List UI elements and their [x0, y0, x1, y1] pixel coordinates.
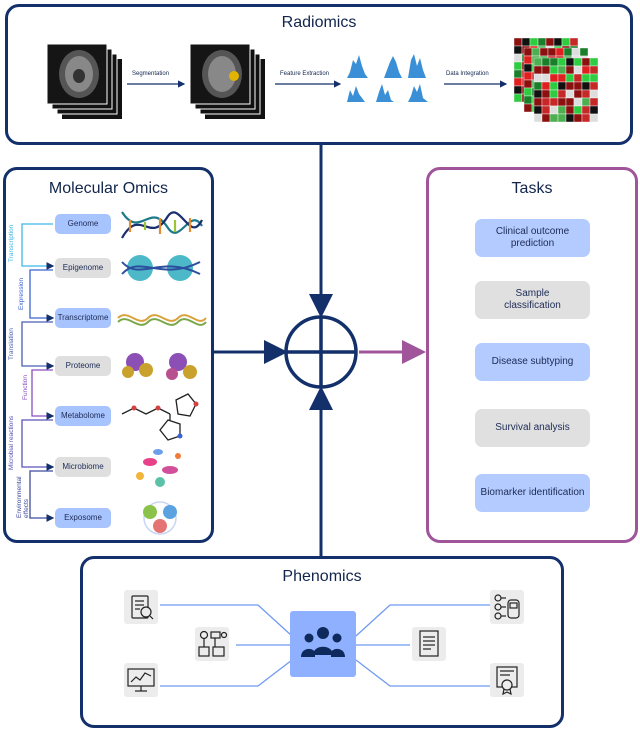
omics-exposome: Exposome: [55, 508, 111, 528]
chromatin-icon: [121, 255, 201, 281]
metabolite-molecule-icon: [121, 393, 199, 441]
molecular-omics-title: Molecular Omics: [48, 180, 169, 197]
document-list-icon: [412, 627, 446, 661]
phenomics-title: Phenomics: [282, 568, 362, 585]
omics-proteome: Proteome: [55, 356, 111, 376]
integration-plus-icon: [284, 315, 358, 389]
microbes-icon: [136, 449, 181, 487]
feature-histograms-icon: [347, 54, 428, 102]
data-integration-label: Data Integration: [446, 71, 489, 77]
people-group-icon: [290, 611, 356, 677]
task-disease-subtyping: Disease subtyping: [475, 343, 590, 381]
certificate-icon: [490, 663, 524, 697]
task-survival-analysis: Survival analysis: [475, 409, 590, 447]
dna-helix-icon: [121, 211, 203, 239]
task-line: classification: [504, 300, 561, 311]
tasks-title: Tasks: [511, 180, 553, 197]
protein-structure-icon: [122, 353, 197, 380]
clipboard-checklist-icon: [124, 590, 158, 624]
omics-transcriptome: Transcriptome: [55, 308, 111, 328]
omics-metabolome: Metabolome: [55, 406, 111, 426]
task-line: prediction: [510, 238, 555, 249]
task-line: Clinical outcome: [495, 226, 570, 237]
task-line: Disease subtyping: [491, 356, 574, 367]
task-biomarker-identification: Biomarker identification: [475, 474, 590, 512]
mri-scan-stack-icon: [46, 43, 122, 119]
flow-glucometer-icon: [490, 590, 524, 624]
feature-matrix-heatmap-icon: [513, 37, 599, 123]
rna-strand-icon: [117, 314, 207, 326]
task-line: Survival analysis: [495, 422, 570, 433]
omics-microbiome: Microbiome: [55, 457, 111, 477]
feature-extraction-label: Feature Extraction: [280, 71, 330, 77]
omics-genome: Genome: [55, 214, 111, 234]
workflow-devices-icon: [195, 627, 229, 661]
task-line: Sample: [515, 288, 550, 299]
segmented-scan-stack-icon: [189, 43, 265, 119]
task-line: Biomarker identification: [480, 487, 585, 498]
radiomics-title: Radiomics: [281, 14, 357, 31]
omics-epigenome: Epigenome: [55, 258, 111, 278]
exposome-factors-icon: [143, 501, 177, 535]
monitor-chart-icon: [124, 663, 158, 697]
segmentation-label: Segmentation: [132, 71, 170, 77]
